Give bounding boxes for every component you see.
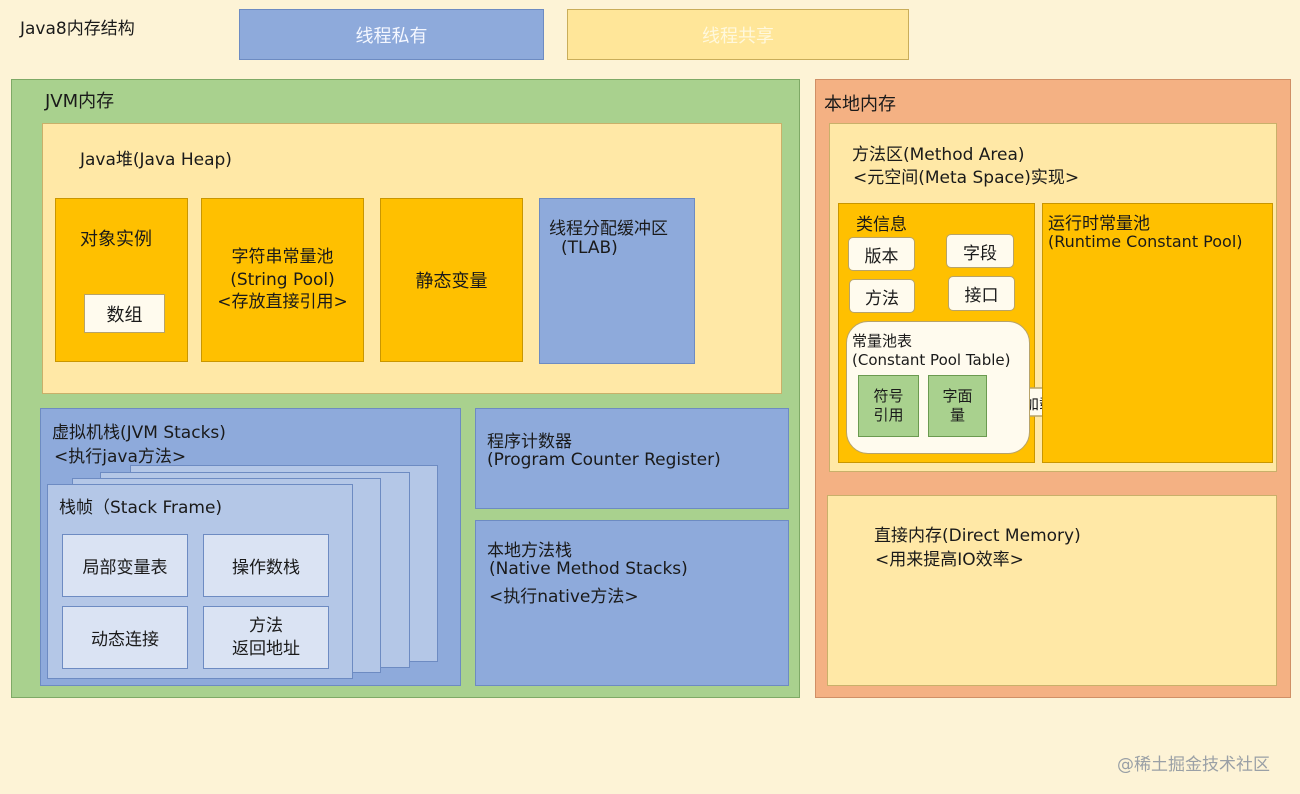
runtime-constant-pool-box [1042, 203, 1273, 463]
constant-pool-table-line2: (Constant Pool Table) [852, 351, 1011, 369]
symbolic-reference-box: 符号 引用 [858, 375, 919, 437]
interface-box: 接口 [948, 276, 1015, 311]
return-address-line2: 返回地址 [232, 638, 300, 659]
dynamic-linking-label: 动态连接 [91, 630, 159, 650]
direct-memory-box [827, 495, 1277, 686]
operand-stack-label: 操作数栈 [232, 558, 300, 578]
native-method-stacks-line3: <执行native方法> [489, 587, 639, 607]
operand-stack: 操作数栈 [203, 534, 329, 597]
runtime-constant-pool-line2: (Runtime Constant Pool) [1048, 232, 1243, 251]
return-address-line1: 方法 [249, 616, 283, 637]
jvm-stacks-title: 虚拟机栈(JVM Stacks) [52, 423, 226, 443]
symbolic-reference-line1: 符号 [873, 386, 904, 405]
literal-line2: 量 [949, 406, 965, 424]
stack-frame-label: 栈帧（Stack Frame) [59, 498, 223, 518]
program-counter-box [475, 408, 789, 509]
method-box: 方法 [849, 279, 915, 313]
string-pool-line3: <存放直接引用> [217, 292, 348, 313]
interface-label: 接口 [964, 286, 999, 306]
dynamic-linking: 动态连接 [62, 606, 188, 669]
jvm-memory-label: JVM内存 [45, 91, 115, 112]
method-area-title: 方法区(Method Area) [852, 145, 1025, 165]
literal-box: 字面 量 [928, 375, 987, 437]
legend-thread-private: 线程私有 [239, 9, 544, 60]
direct-memory-line1: 直接内存(Direct Memory) [874, 526, 1081, 546]
object-instance-label: 对象实例 [80, 229, 152, 250]
native-method-stacks-line2: (Native Method Stacks) [489, 559, 688, 579]
program-counter-line2: (Program Counter Register) [487, 450, 721, 470]
legend-thread-shared: 线程共享 [567, 9, 909, 60]
native-memory-label: 本地内存 [824, 94, 896, 115]
string-pool-box: 字符串常量池 (String Pool) <存放直接引用> [201, 198, 364, 362]
symbolic-reference-line2: 引用 [873, 406, 904, 424]
literal-line1: 字面 [942, 386, 973, 405]
page-title: Java8内存结构 [20, 19, 135, 39]
constant-pool-table-line1: 常量池表 [852, 332, 913, 350]
static-variables-label: 静态变量 [415, 271, 488, 292]
local-variable-table-label: 局部变量表 [82, 558, 168, 578]
jvm-stacks-subtitle: <执行java方法> [54, 447, 187, 467]
legend-shared-label: 线程共享 [702, 25, 774, 47]
method-label: 方法 [865, 288, 899, 309]
array-box: 数组 [84, 294, 165, 333]
native-method-stacks-box [475, 520, 789, 686]
string-pool-line2: (String Pool) [230, 269, 335, 290]
class-info-label: 类信息 [856, 215, 907, 235]
local-variable-table: 局部变量表 [62, 534, 188, 597]
legend-private-label: 线程私有 [355, 25, 428, 47]
tlab-line2: (TLAB) [561, 238, 618, 258]
tlab-box [539, 198, 695, 364]
return-address: 方法 返回地址 [203, 606, 329, 669]
tlab-line1: 线程分配缓冲区 [549, 219, 668, 239]
watermark: @稀土掘金技术社区 [1117, 755, 1270, 775]
direct-memory-line2: <用来提高IO效率> [875, 550, 1024, 570]
java-heap-label: Java堆(Java Heap) [80, 150, 232, 170]
array-label: 数组 [106, 304, 143, 326]
program-counter-line1: 程序计数器 [487, 432, 572, 452]
field-box: 字段 [946, 234, 1014, 268]
runtime-constant-pool-line1: 运行时常量池 [1048, 214, 1150, 234]
object-instance-box [55, 198, 188, 362]
string-pool-line1: 字符串常量池 [231, 246, 334, 267]
version-label: 版本 [864, 246, 899, 267]
method-area-subtitle: <元空间(Meta Space)实现> [853, 168, 1080, 188]
native-method-stacks-line1: 本地方法栈 [487, 541, 572, 561]
field-label: 字段 [963, 243, 997, 264]
version-box: 版本 [848, 237, 915, 271]
static-variables-box: 静态变量 [380, 198, 523, 362]
